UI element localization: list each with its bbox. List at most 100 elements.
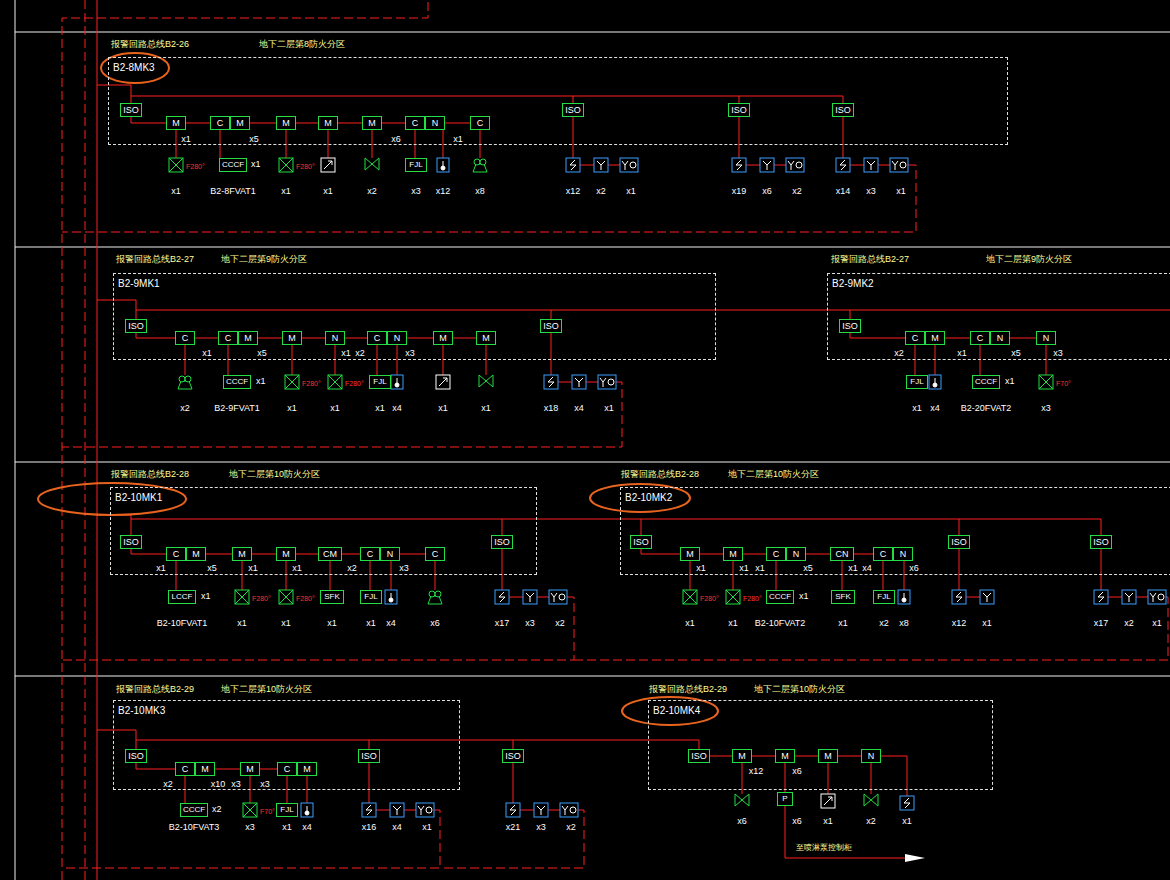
quantity-label: x1 [956, 348, 968, 358]
device-wire [443, 130, 444, 158]
quantity-label: x1 [250, 159, 262, 169]
device-wire [1101, 549, 1102, 590]
valve-symbol [365, 158, 379, 170]
module-group-box: B2-10MK2ISOMMCNCNCNISOISO [620, 487, 1170, 575]
manual-call-symbol [572, 375, 586, 389]
bus-connector [915, 345, 916, 375]
bus-connector [400, 554, 425, 555]
device-box: FJL [360, 590, 382, 604]
device-wire [1046, 345, 1047, 375]
bus-connector [700, 554, 723, 555]
hydrant-button-symbol [549, 590, 567, 604]
box-text: ISO [731, 104, 747, 116]
zone-heading: 报警回路总线B2-26 [110, 39, 190, 50]
device-wire [292, 345, 293, 375]
module-group-box: B2-8MK3ISOMCMMMMCNCISOISOISO [108, 57, 1008, 145]
quantity-label: x1 [180, 134, 192, 144]
fire-damper-symbol [328, 375, 342, 389]
actuator-symbol [321, 158, 335, 172]
box-text: FJL [280, 804, 293, 816]
quantity-label: x3 [410, 186, 422, 196]
smoke-detector-symbol [952, 590, 966, 604]
box-text: M [201, 763, 209, 775]
box-text: SFK [324, 591, 340, 603]
module-box: N [861, 749, 881, 763]
quantity-label: x6 [429, 618, 441, 628]
quantity-label: B2-9FVAT1 [213, 403, 261, 413]
thermal-detector-symbol [385, 590, 397, 604]
fire-damper-symbol [243, 803, 257, 817]
quantity-label: x1 [822, 816, 834, 826]
smoke-detector-symbol [362, 803, 376, 817]
quantity-label: x2 [366, 186, 378, 196]
quantity-label: x6 [791, 766, 803, 776]
quantity-label: x1 [480, 403, 492, 413]
zone-heading: 地下二层第9防火分区 [220, 254, 308, 265]
hydrant-button-symbol [620, 158, 638, 172]
quantity-label: x1 [603, 403, 615, 413]
smoke-detector-symbol [566, 158, 580, 172]
valve-symbol [735, 794, 749, 806]
device-wire [573, 117, 574, 158]
temperature-label: F280° [295, 594, 316, 603]
box-text: CCCF [222, 159, 244, 171]
fire-damper-symbol [235, 590, 249, 604]
quantity-label: x10 [210, 779, 227, 789]
bus-connector [743, 554, 766, 555]
quantity-label: x1 [322, 186, 334, 196]
device-wire [502, 549, 503, 590]
temperature-label: F70° [1055, 379, 1072, 388]
box-text: N [900, 548, 907, 560]
box-text: ISO [633, 536, 649, 548]
box-text: C [912, 332, 919, 344]
quantity-label: x1 [452, 134, 464, 144]
quantity-label: x8 [474, 186, 486, 196]
module-box: M [186, 547, 206, 561]
module-box: N [990, 331, 1010, 345]
module-code: B2-9MK2 [832, 278, 874, 289]
module-box: M [732, 749, 752, 763]
bus-connector [260, 769, 277, 770]
quantity-label: x3 [1040, 403, 1052, 413]
device-wire [176, 130, 177, 158]
quantity-label: x2 [878, 618, 890, 628]
quantity-label: x1 [981, 618, 993, 628]
box-text: C [173, 548, 180, 560]
bus-connector [415, 130, 416, 158]
box-text: M [288, 332, 296, 344]
module-box: C [166, 547, 186, 561]
bus-connector [377, 345, 378, 375]
box-text: C [367, 548, 374, 560]
smoke-detector-symbol [495, 590, 509, 604]
quantity-label: x12 [748, 766, 765, 776]
quantity-label: x1 [286, 403, 298, 413]
bus-connector [228, 345, 229, 375]
module-box: M [276, 547, 296, 561]
temperature-label: F280° [295, 162, 316, 171]
device-box: CCCF [766, 590, 794, 604]
bus-connector [330, 561, 331, 590]
temperature-label: F280° [301, 379, 322, 388]
actuator-symbol [821, 794, 835, 808]
manual-call-symbol [760, 158, 774, 172]
smoke-detector-symbol [732, 158, 746, 172]
box-text: C [880, 548, 887, 560]
quantity-label: x1 [1151, 618, 1163, 628]
device-wire [242, 561, 243, 590]
quantity-label: x1 [329, 403, 341, 413]
bus-connector [206, 554, 232, 555]
module-box: C [175, 331, 195, 345]
manual-call-symbol [390, 803, 404, 817]
hydrant-button-symbol [890, 158, 908, 172]
quantity-label: x2 [565, 822, 577, 832]
quantity-label: x5 [256, 348, 268, 358]
box-text: P [782, 793, 787, 805]
module-box: N [387, 331, 407, 345]
quantity-label: x1 [155, 563, 167, 573]
box-text: C [217, 117, 224, 129]
zone-heading: 地下二层第10防火分区 [228, 469, 321, 480]
quantity-label: x1 [738, 563, 750, 573]
box-text: FJL [877, 591, 890, 603]
box-text: M [238, 548, 246, 560]
quantity-label: x2 [211, 804, 223, 814]
